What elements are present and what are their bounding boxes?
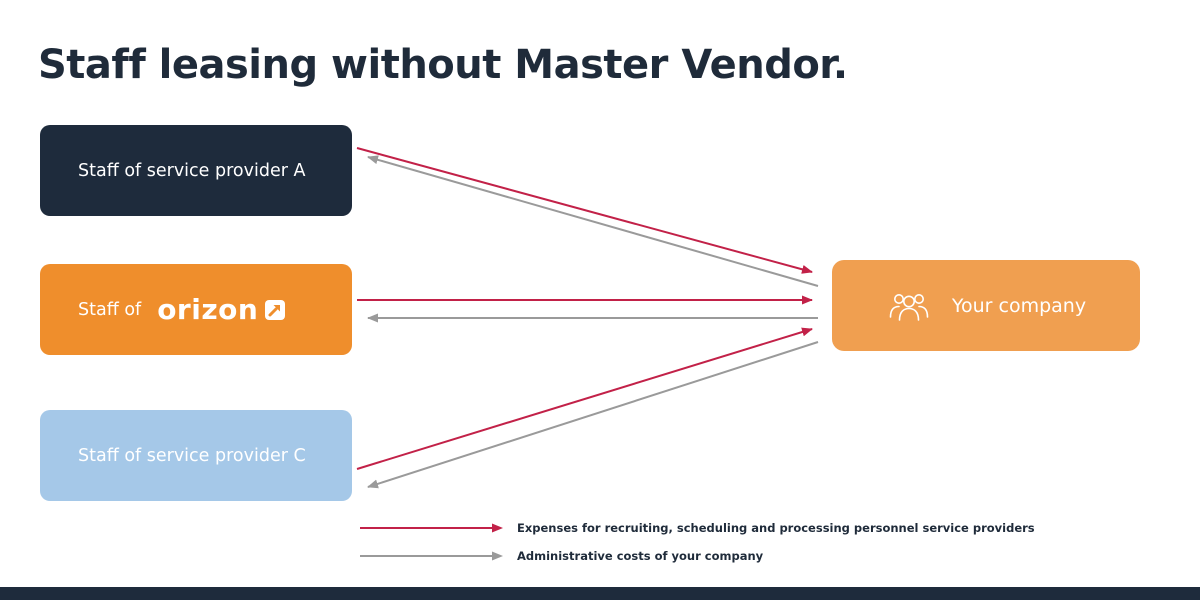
box-orizon-prefix: Staff of (78, 299, 142, 320)
box-your-company: Your company (832, 260, 1140, 351)
legend-item-admin: Administrative costs of your company (360, 549, 1035, 563)
legend: Expenses for recruiting, scheduling and … (360, 521, 1035, 563)
legend-item-expenses: Expenses for recruiting, scheduling and … (360, 521, 1035, 535)
box-provider-orizon: Staff of orizon (40, 264, 352, 355)
arrow-expenses-a-to-company (356, 147, 813, 274)
box-provider-c-label: Staff of service provider C (78, 445, 306, 466)
legend-label-admin: Administrative costs of your company (517, 549, 764, 563)
box-your-company-label: Your company (951, 294, 1087, 317)
diagonal-arrow-icon (265, 299, 286, 320)
box-provider-c: Staff of service provider C (40, 410, 352, 501)
orizon-brand-text: orizon (157, 292, 259, 326)
page-title: Staff leasing without Master Vendor. (38, 42, 848, 88)
people-group-icon (886, 288, 932, 324)
arrow-admin-company-to-c (367, 341, 819, 489)
box-provider-a: Staff of service provider A (40, 125, 352, 216)
arrow-expenses-c-to-company (356, 327, 813, 470)
admin-arrow-icon (360, 551, 503, 561)
orizon-brand: orizon (157, 292, 286, 326)
legend-label-expenses: Expenses for recruiting, scheduling and … (517, 521, 1035, 535)
arrow-admin-company-to-a (367, 155, 819, 287)
expenses-arrow-icon (360, 523, 503, 533)
box-provider-a-label: Staff of service provider A (78, 160, 306, 181)
footer-bar (0, 587, 1200, 600)
